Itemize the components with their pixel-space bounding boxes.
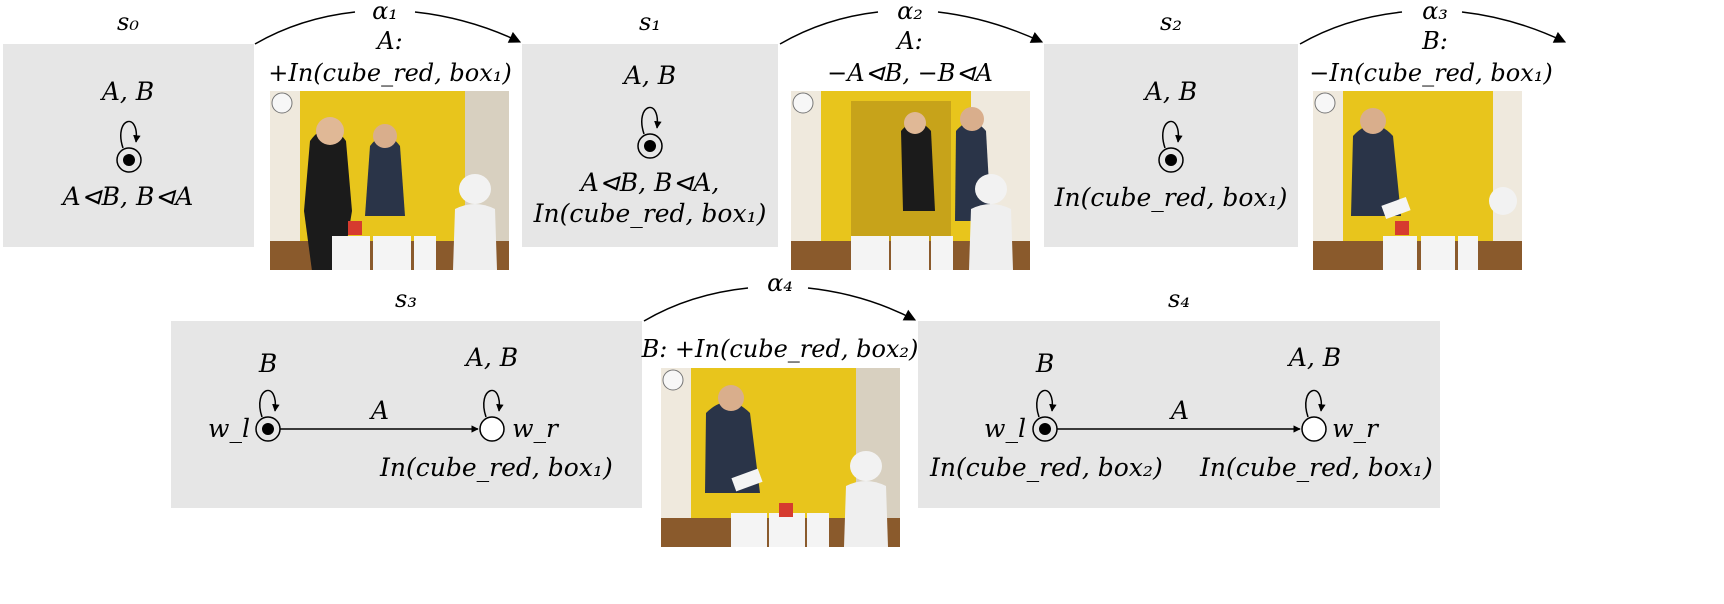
state-s4-right-prop: In(cube_red, box₁)	[1200, 453, 1433, 482]
state-s3-edge-label: A	[370, 396, 390, 425]
state-s3-right-world-node	[479, 416, 505, 442]
action-a2-label: α₂	[897, 0, 923, 25]
state-s1-agents: A, B	[623, 61, 677, 90]
state-s2-world	[1158, 147, 1184, 173]
state-s2-panel	[1044, 44, 1298, 247]
action-a4-arrow-head	[807, 287, 917, 321]
action-a3-arrow	[1299, 11, 1403, 45]
state-s1-world	[637, 133, 663, 159]
action-a3-line1: B:	[1422, 27, 1448, 55]
state-s3-left-world: w_l	[208, 414, 250, 443]
state-s4-left-prop: In(cube_red, box₂)	[930, 453, 1163, 482]
action-a1-line1: A:	[377, 27, 403, 55]
state-s0-agents: A, B	[101, 77, 155, 106]
state-s1-title: s₁	[639, 8, 661, 36]
state-s2-title: s₂	[1160, 8, 1182, 36]
action-a4-photo	[661, 368, 900, 547]
state-s4-title: s₄	[1168, 285, 1190, 313]
action-a3-photo	[1313, 91, 1522, 270]
state-s3-right-prop: In(cube_red, box₁)	[380, 453, 613, 482]
action-a2-arrow-head	[937, 11, 1044, 43]
action-a1-arrow-head	[414, 11, 522, 43]
state-s3-title: s₃	[395, 285, 417, 313]
action-a1-photo	[270, 91, 509, 270]
state-s0-world	[116, 147, 142, 173]
state-s0-panel	[3, 44, 254, 247]
action-a2-photo	[791, 91, 1030, 270]
action-a1-label: α₁	[372, 0, 398, 25]
action-a3-line2: −In(cube_red, box₁)	[1309, 59, 1553, 87]
action-a2-line2: −A⊲B, −B⊲A	[827, 59, 993, 87]
action-a1-arrow	[254, 11, 356, 45]
action-a1-line2: +In(cube_red, box₁)	[268, 59, 512, 87]
state-s4-panel	[918, 321, 1440, 508]
state-s4-left-agents: B	[1035, 349, 1055, 378]
state-s2-agents: A, B	[1144, 77, 1198, 106]
state-s1-props-line2: In(cube_red, box₁)	[533, 199, 767, 228]
state-s2-props: In(cube_red, box₁)	[1054, 183, 1288, 212]
action-a2-line1: A:	[897, 27, 923, 55]
state-s4-right-world: w_r	[1332, 414, 1378, 443]
state-s1-props-line1: A⊲B, B⊲A,	[580, 168, 720, 197]
state-s3-right-world: w_r	[512, 414, 558, 443]
action-a2-arrow	[779, 11, 879, 45]
action-a4-label: α₄	[767, 269, 793, 297]
action-a4-arrow	[643, 287, 749, 322]
state-s3-right-agents: A, B	[465, 343, 519, 372]
action-a3-arrow-head	[1461, 11, 1567, 43]
state-s0-props: A⊲B, B⊲A	[62, 182, 194, 211]
state-s0-title: s₀	[117, 8, 139, 36]
state-s4-right-agents: A, B	[1288, 343, 1342, 372]
state-s3-panel	[171, 321, 642, 508]
state-s4-left-world: w_l	[984, 414, 1026, 443]
action-a4-line1: B: +In(cube_red, box₂)	[641, 335, 919, 363]
action-a3-label: α₃	[1422, 0, 1448, 25]
state-s3-left-agents: B	[258, 349, 278, 378]
state-s4-edge-label: A	[1170, 396, 1190, 425]
state-s4-right-world-node	[1301, 416, 1327, 442]
